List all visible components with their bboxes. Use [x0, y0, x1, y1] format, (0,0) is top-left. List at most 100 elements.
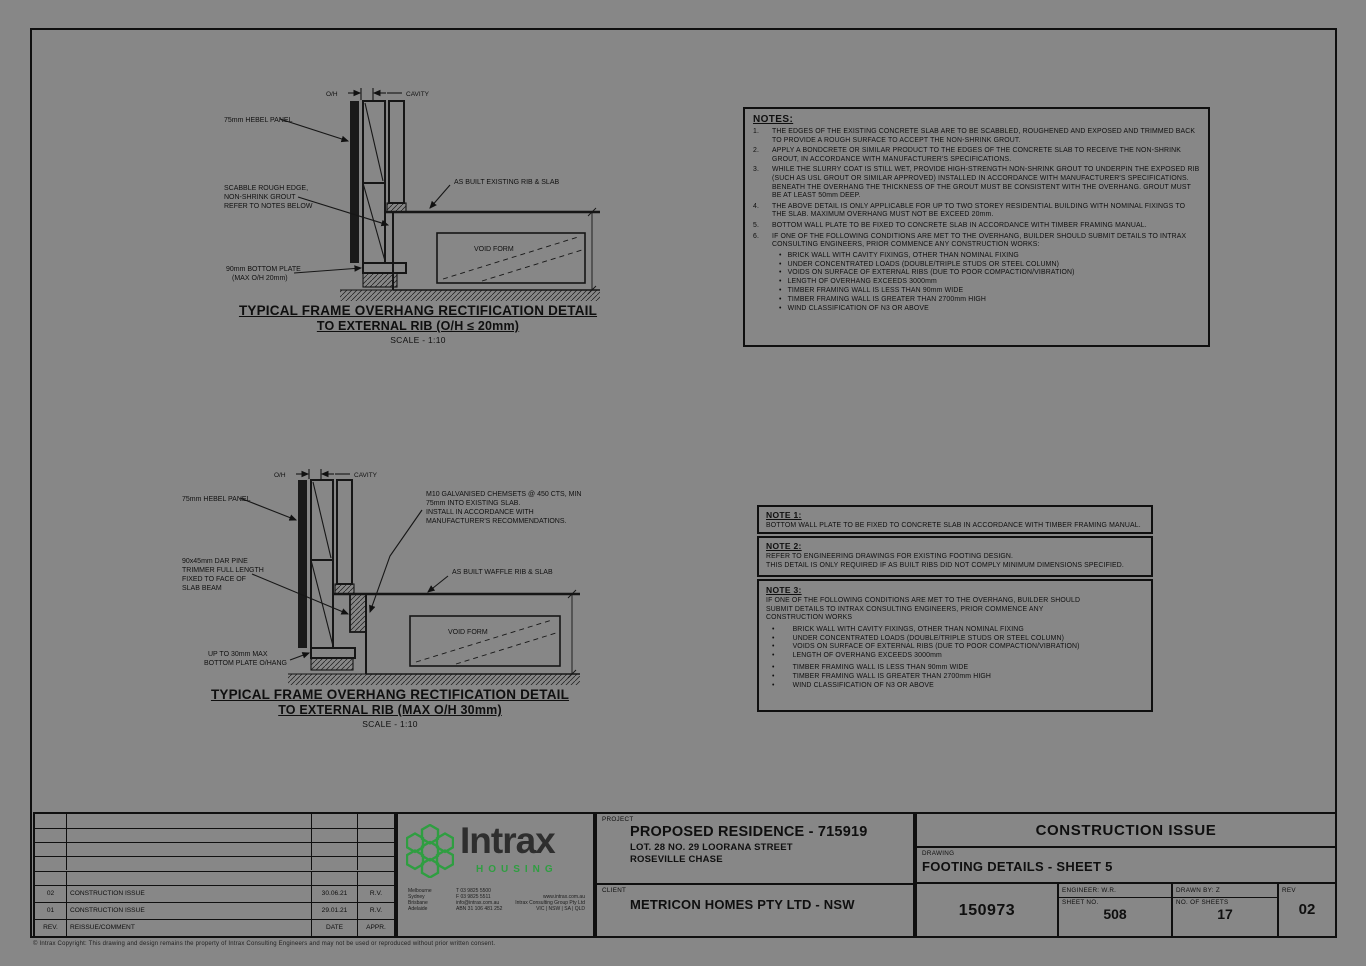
detail-2-title-line2: TO EXTERNAL RIB (MAX O/H 30mm) — [278, 703, 502, 717]
hebel-panel-shape — [298, 480, 307, 648]
notes-bullet: UNDER CONCENTRATED LOADS (DOUBLE/TRIPLE … — [753, 261, 1200, 270]
note-num: 5. — [753, 221, 760, 229]
project-section: PROJECT PROPOSED RESIDENCE - 715919 LOT.… — [597, 814, 913, 885]
note-3-intro: IF ONE OF THE FOLLOWING CONDITIONS ARE M… — [766, 597, 1081, 622]
rev-row-comment: CONSTRUCTION ISSUE — [67, 901, 312, 919]
rev-row-date: 30.06.21 — [312, 884, 358, 902]
note-1-title: NOTE 1: — [766, 510, 802, 520]
drawing-label: DRAWING — [922, 850, 955, 857]
rev-header-rev: REV. — [35, 918, 67, 936]
issue-block: CONSTRUCTION ISSUE DRAWING FOOTING DETAI… — [915, 812, 1337, 938]
project-name: PROPOSED RESIDENCE - 715919 — [630, 824, 868, 840]
note-text: THE EDGES OF THE EXISTING CONCRETE SLAB … — [772, 128, 1196, 144]
project-block: PROJECT PROPOSED RESIDENCE - 715919 LOT.… — [595, 812, 915, 938]
drawing-title: FOOTING DETAILS - SHEET 5 — [922, 859, 1113, 874]
bottom-plate-shape — [362, 262, 407, 274]
status-row: CONSTRUCTION ISSUE — [917, 814, 1335, 848]
ground-hatch — [288, 674, 580, 685]
drawing-row: DRAWING FOOTING DETAILS - SHEET 5 — [917, 848, 1335, 884]
logo-contact-col2: T 03 9825 5500 F 03 9825 5511 info@intra… — [456, 888, 503, 912]
rev-value: 02 — [1298, 901, 1316, 918]
drawn-by-label: DRAWN BY: Z — [1173, 884, 1277, 898]
scabble-edge-label-3: REFER TO NOTES BELOW — [224, 203, 313, 210]
sheet-no-value: 508 — [1103, 906, 1127, 922]
notes-box: NOTES: 1. THE EDGES OF THE EXISTING CONCR… — [743, 107, 1210, 347]
notes-bullet: VOIDS ON SURFACE OF EXTERNAL RIBS (DUE T… — [753, 269, 1200, 278]
rev-header-date: DATE — [312, 918, 358, 936]
notes-bullet: WIND CLASSIFICATION OF N3 OR ABOVE — [753, 305, 1200, 314]
note-num: 4. — [753, 202, 760, 210]
note-3-bullet: UNDER CONCENTRATED LOADS (DOUBLE/TRIPLE … — [766, 635, 1144, 644]
oh-dim-label: O/H — [274, 472, 286, 479]
logo-contact-col3: www.intrax.com.au Intrax Consulting Grou… — [515, 894, 585, 912]
revision-table: 02 CONSTRUCTION ISSUE 30.06.21 R.V. 01 C… — [33, 812, 396, 938]
sheet-no-label: SHEET NO. — [1062, 899, 1099, 906]
engineer-label: ENGINEER: W.R. — [1059, 884, 1171, 898]
numbers-row: 150973 ENGINEER: W.R. SHEET NO. 508 DRAW… — [917, 884, 1335, 938]
trimmer-label-4: SLAB BEAM — [182, 585, 222, 592]
trimmer-label-2: TRIMMER FULL LENGTH — [182, 567, 264, 574]
notes-bullet: LENGTH OF OVERHANG EXCEEDS 3000mm — [753, 278, 1200, 287]
logo-block: Intrax HOUSING Melbourne Sydney Brisbane… — [396, 812, 595, 938]
intrax-wordmark: Intrax — [460, 820, 556, 861]
detail-1-title-line2: TO EXTERNAL RIB (O/H ≤ 20mm) — [316, 319, 520, 333]
trimmer-shape — [349, 593, 367, 633]
cavity-label: CAVITY — [406, 91, 430, 98]
detail-2-title-line1: TYPICAL FRAME OVERHANG RECTIFICATION DET… — [210, 687, 570, 702]
hebel-panel-label: 75mm HEBEL PANEL — [182, 496, 251, 503]
void-form-label: VOID FORM — [448, 629, 488, 636]
rib-slab-label: AS BUILT EXISTING RIB & SLAB — [454, 179, 559, 186]
chemset-label-3: INSTALL IN ACCORDANCE WITH — [426, 509, 534, 516]
grout-shape — [362, 272, 398, 288]
note-3-bullet: TIMBER FRAMING WALL IS GREATER THAN 2700… — [766, 673, 1144, 682]
note-num: 3. — [753, 166, 760, 174]
rib-slab-label: AS BUILT WAFFLE RIB & SLAB — [452, 569, 553, 576]
notes-title: NOTES: — [753, 114, 794, 125]
chemset-label-1: M10 GALVANISED CHEMSETS @ 450 CTS, MIN — [426, 491, 581, 498]
detail-2-title: TYPICAL FRAME OVERHANG RECTIFICATION DET… — [180, 687, 600, 729]
oh-dim-label: O/H — [326, 91, 338, 98]
rev-row-number: 02 — [35, 884, 67, 902]
note-num: 6. — [753, 232, 760, 240]
detail-1-title-line1: TYPICAL FRAME OVERHANG RECTIFICATION DET… — [238, 303, 598, 318]
void-form-shape — [409, 615, 561, 667]
rev-row-number: 01 — [35, 901, 67, 919]
scabble-edge-label-2: NON-SHRINK GROUT — [224, 194, 296, 201]
hebel-panel-shape — [350, 101, 359, 263]
rev-row-comment: CONSTRUCTION ISSUE — [67, 884, 312, 902]
detail-1-drawing: O/H CAVITY 75mm HEBEL PANEL SCABBLE ROUG… — [224, 88, 600, 301]
job-number-cell: 150973 — [917, 884, 1059, 938]
status-text: CONSTRUCTION ISSUE — [1035, 821, 1217, 839]
note-2-title: NOTE 2: — [766, 541, 802, 551]
trimmer-label-1: 90x45mm DAR PINE — [182, 558, 248, 565]
rev-row-appr: R.V. — [358, 884, 394, 902]
intrax-logo — [405, 823, 455, 883]
note-3-bullet: LENGTH OF OVERHANG EXCEEDS 3000mm — [766, 652, 1144, 661]
notes-bullet: TIMBER FRAMING WALL IS LESS THAN 90mm WI… — [753, 287, 1200, 296]
void-form-label: VOID FORM — [474, 246, 514, 253]
note-num: 1. — [753, 128, 760, 135]
note-3-title: NOTE 3: — [766, 585, 802, 595]
rev-row-date: 29.01.21 — [312, 901, 358, 919]
notes-bullet: BRICK WALL WITH CAVITY FIXINGS, OTHER TH… — [753, 252, 1200, 261]
client-label: CLIENT — [602, 887, 627, 894]
copyright-line: © Intrax Copyright: This drawing and des… — [33, 941, 496, 947]
note-text: BOTTOM WALL PLATE TO BE FIXED TO CONCRET… — [772, 221, 1147, 229]
cavity-label: CAVITY — [354, 472, 378, 479]
note-text: APPLY A BONDCRETE OR SIMILAR PRODUCT TO … — [772, 147, 1182, 163]
ground-hatch — [340, 290, 600, 301]
note-3-bullet: VOIDS ON SURFACE OF EXTERNAL RIBS (DUE T… — [766, 643, 1144, 652]
note-text: WHILE THE SLURRY COAT IS STILL WET, PROV… — [772, 166, 1200, 200]
plate-overhang-label-2: BOTTOM PLATE O/HANG — [204, 660, 287, 667]
note-2-text-line2: THIS DETAIL IS ONLY REQUIRED IF AS BUILT… — [766, 561, 1124, 569]
bottom-plate-label-2: (MAX O/H 20mm) — [232, 275, 288, 282]
note-3-bullet: WIND CLASSIFICATION OF N3 OR ABOVE — [766, 682, 1144, 691]
grout-shape — [310, 657, 354, 671]
note-3-bullet: BRICK WALL WITH CAVITY FIXINGS, OTHER TH… — [766, 626, 1144, 635]
num-sheets-value: 17 — [1217, 906, 1233, 922]
intrax-hexagon-icon — [405, 823, 455, 879]
client-section: CLIENT METRICON HOMES PTY LTD - NSW — [597, 885, 913, 914]
drawn-sheets-cell: DRAWN BY: Z NO. OF SHEETS 17 — [1173, 884, 1279, 938]
client-name: METRICON HOMES PTY LTD - NSW — [630, 897, 855, 912]
